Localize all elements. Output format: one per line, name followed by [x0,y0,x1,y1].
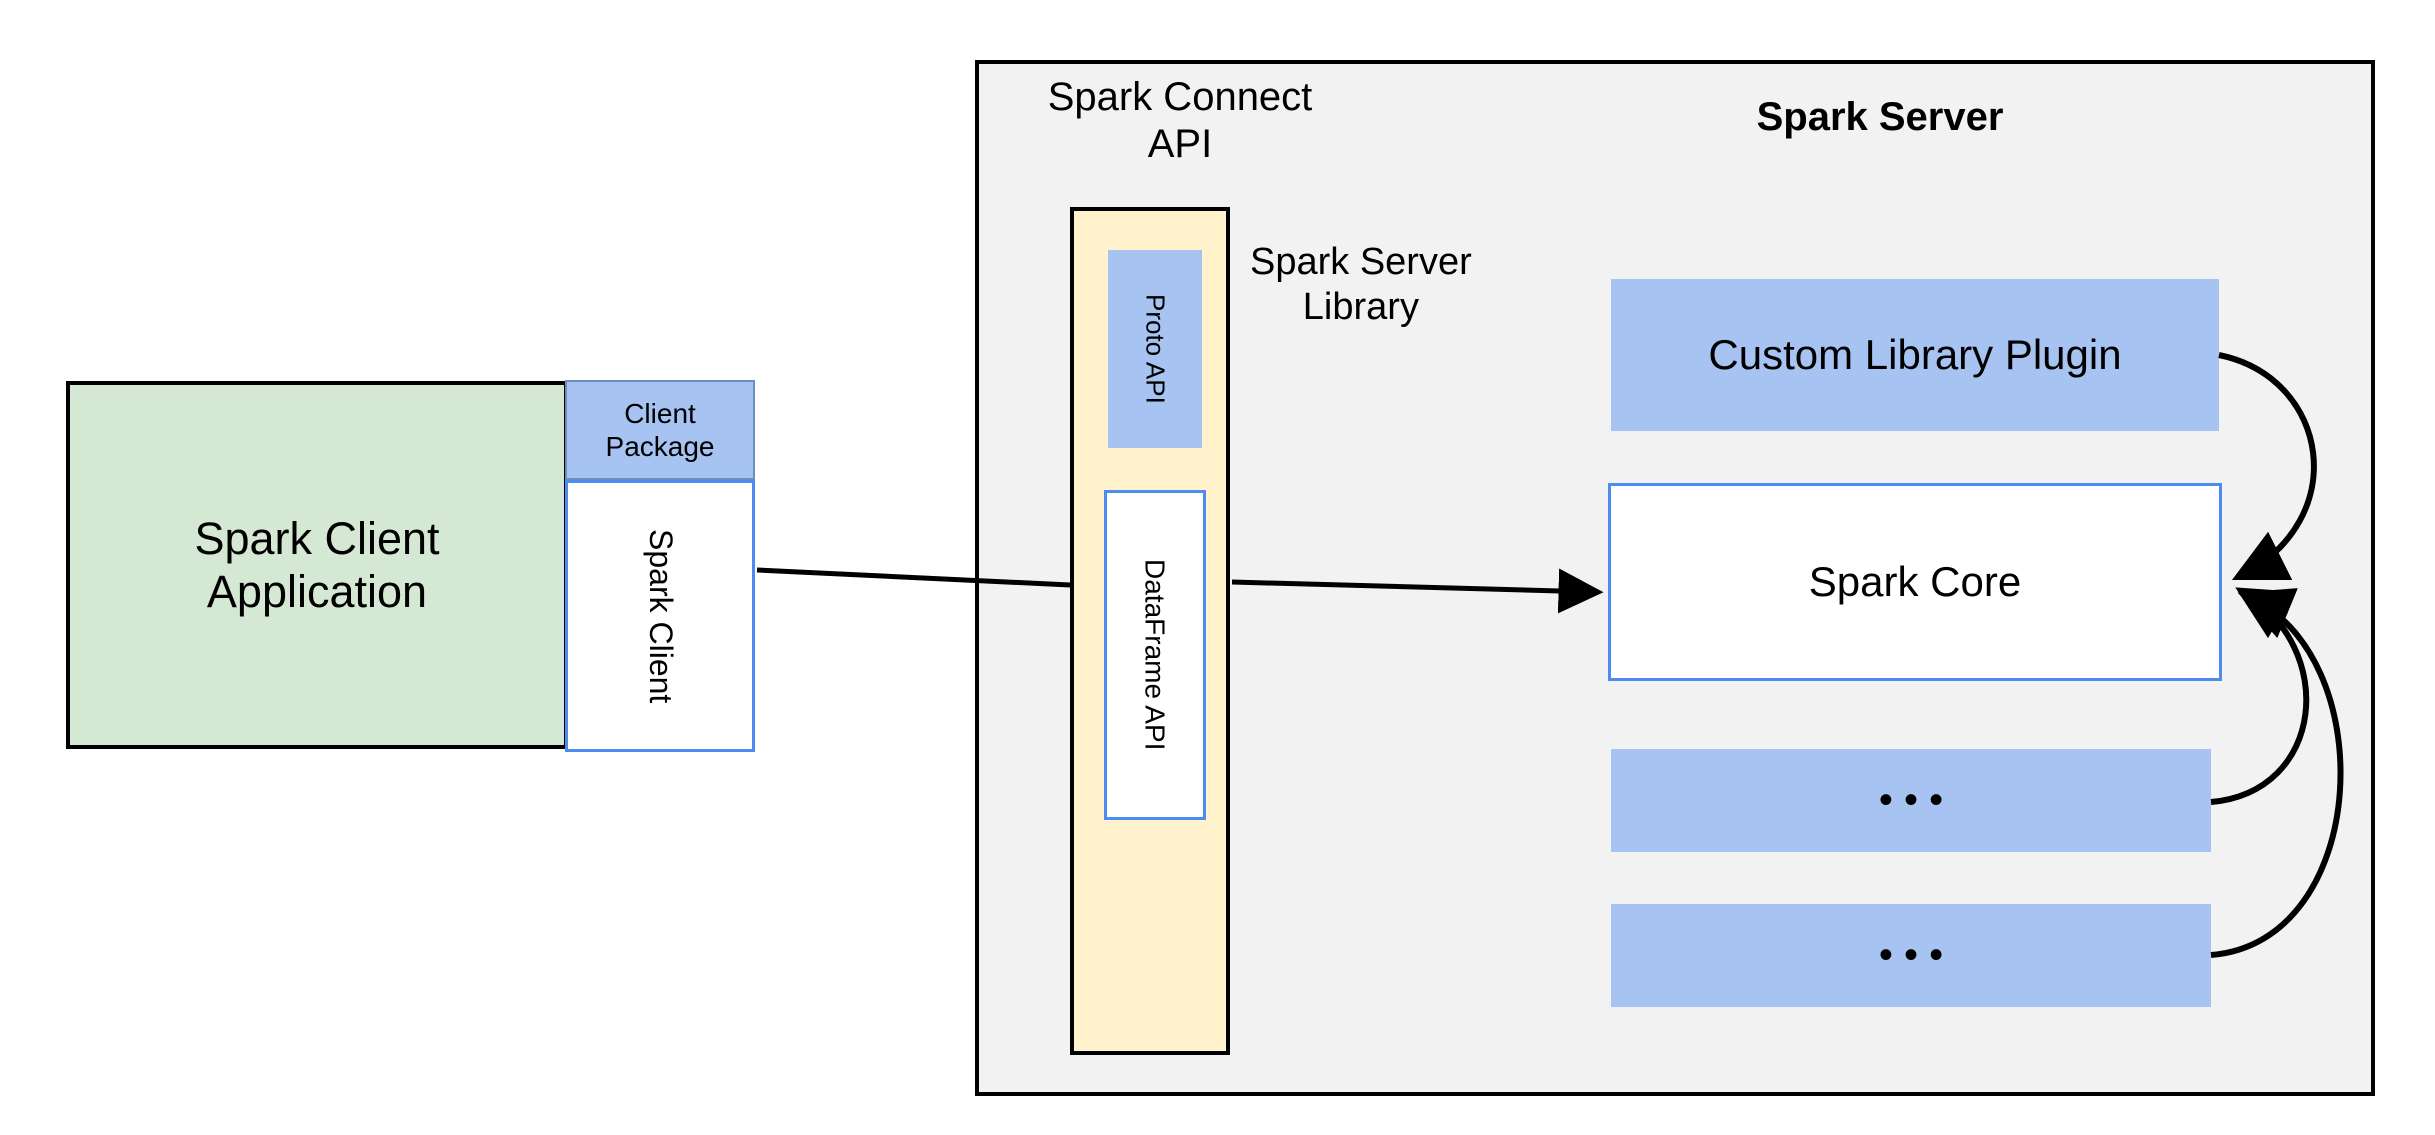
client-package-box[interactable]: Client Package [565,380,755,480]
spark-client-box[interactable]: Spark Client [565,480,755,752]
proto-api-label: Proto API [1140,294,1171,404]
spark-server-title: Spark Server [1756,95,2004,140]
ellipsis-box-1[interactable]: • • • [1611,749,2211,852]
custom-library-plugin-box[interactable]: Custom Library Plugin [1611,279,2219,431]
ellipsis-box-2[interactable]: • • • [1611,904,2211,1007]
custom-library-plugin-label: Custom Library Plugin [1708,331,2122,379]
dataframe-api-box[interactable]: DataFrame API [1104,490,1206,820]
spark-core-label: Spark Core [1808,558,2022,606]
spark-client-label: Spark Client [642,528,679,704]
proto-api-box[interactable]: Proto API [1108,250,1202,448]
spark-server-library-label: Spark Server Library [1250,241,1472,328]
spark-core-box[interactable]: Spark Core [1608,483,2222,681]
spark-connect-api-label: Spark Connect API [1047,75,1313,167]
ellipsis-label-1: • • • [1878,777,1944,822]
dataframe-api-label: DataFrame API [1139,559,1171,751]
spark-client-application-label: Spark Client Application [194,512,440,617]
client-package-label: Client Package [605,397,715,462]
spark-client-application-box[interactable]: Spark Client Application [66,381,568,749]
ellipsis-label-2: • • • [1878,932,1944,977]
